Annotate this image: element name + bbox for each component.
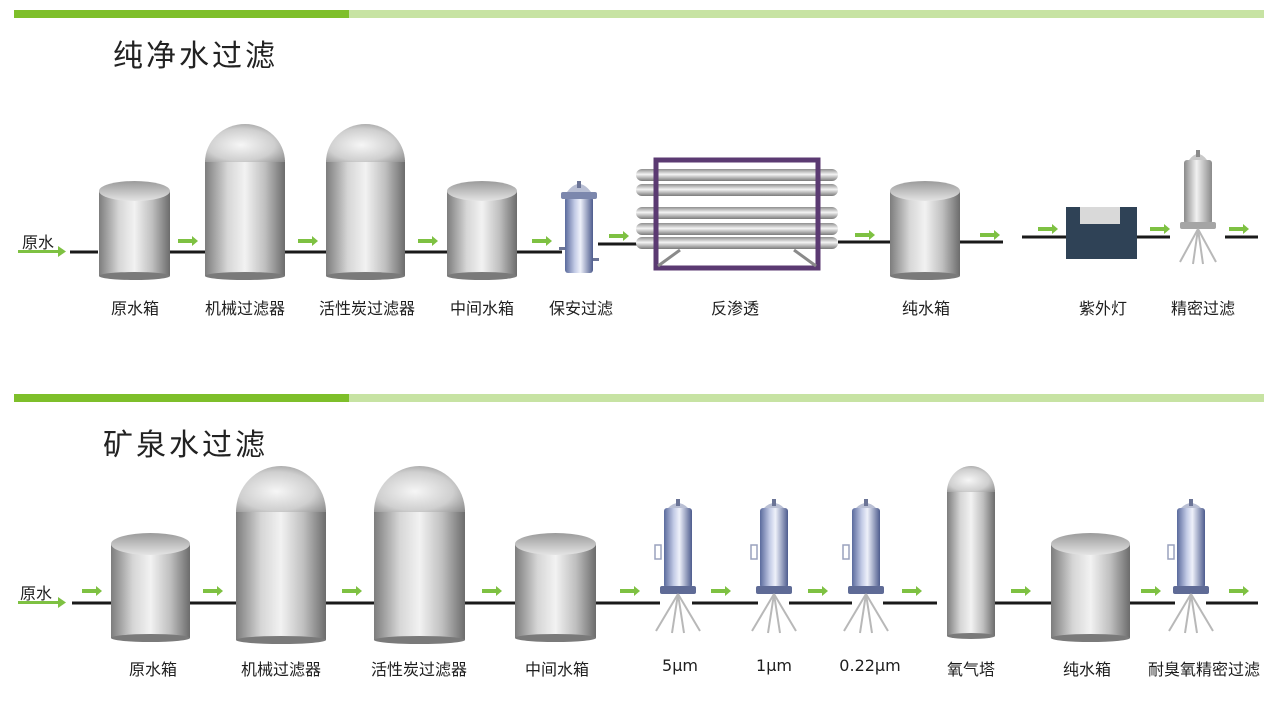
green-arrow-icon xyxy=(1229,224,1249,234)
s2-label: 1μm xyxy=(756,656,792,675)
s2-label: 机械过滤器 xyxy=(240,660,322,679)
s1-carbon-filter xyxy=(326,124,405,280)
green-arrow-icon xyxy=(482,586,502,596)
green-arrow-icon xyxy=(1141,586,1161,596)
green-arrow-icon xyxy=(298,236,318,246)
s2-label: 耐臭氧精密过滤 xyxy=(1147,660,1261,679)
cartridge-filter-icon xyxy=(559,181,599,273)
section1-flow-arrows xyxy=(18,224,1249,257)
s1-label: 精密过滤 xyxy=(1170,299,1236,318)
s1-label: 活性炭过滤器 xyxy=(318,299,416,318)
cartridge-filter-icon xyxy=(750,499,797,634)
s1-mechanical-filter xyxy=(205,124,285,280)
green-arrow-icon xyxy=(418,236,438,246)
cartridge-filter-icon xyxy=(842,499,889,634)
s2-mechanical-filter xyxy=(236,466,326,644)
green-arrow-icon xyxy=(808,586,828,596)
cartridge-filter-icon xyxy=(1179,150,1217,265)
green-arrow-icon xyxy=(18,597,66,608)
green-arrow-icon xyxy=(711,586,731,596)
s1-middle-tank xyxy=(447,181,517,280)
section1-title: 纯净水过滤 xyxy=(113,39,278,74)
s2-carbon-filter xyxy=(374,466,465,644)
s2-label: 氧气塔 xyxy=(946,660,996,679)
s2-raw-tank xyxy=(111,533,190,642)
green-arrow-icon xyxy=(609,231,629,241)
green-arrow-icon xyxy=(980,230,1000,240)
green-arrow-icon xyxy=(203,586,223,596)
s1-label: 原水箱 xyxy=(110,299,160,318)
cartridge-filter-icon xyxy=(654,499,701,634)
s1-label: 纯水箱 xyxy=(901,299,951,318)
green-arrow-icon xyxy=(902,586,922,596)
s2-label: 纯水箱 xyxy=(1062,660,1112,679)
section2-accent-bar xyxy=(14,394,1264,402)
section2-title: 矿泉水过滤 xyxy=(103,428,268,463)
s1-label: 反渗透 xyxy=(710,299,760,318)
s2-middle-tank xyxy=(515,533,596,642)
s1-label: 保安过滤 xyxy=(548,299,614,318)
green-arrow-icon xyxy=(1011,586,1031,596)
s2-pure-water-tank xyxy=(1051,533,1130,642)
membrane-rack-icon xyxy=(636,157,838,271)
s1-raw-water-label: 原水 xyxy=(22,233,55,252)
s1-label: 紫外灯 xyxy=(1078,299,1128,318)
green-arrow-icon xyxy=(620,586,640,596)
section1-pipes xyxy=(70,235,1258,254)
uv-box-icon xyxy=(1066,207,1137,259)
green-arrow-icon xyxy=(18,246,66,257)
s2-label: 原水箱 xyxy=(128,660,178,679)
s1-label: 中间水箱 xyxy=(449,299,515,318)
cartridge-filter-icon xyxy=(1167,499,1214,634)
green-arrow-icon xyxy=(532,236,552,246)
section2-flow-arrows xyxy=(18,586,1249,608)
s2-raw-water-label: 原水 xyxy=(20,584,53,603)
s2-label: 5μm xyxy=(662,656,698,675)
s1-label: 机械过滤器 xyxy=(204,299,286,318)
s2-oxygen-tower xyxy=(947,466,995,639)
s1-pure-water-tank xyxy=(890,181,960,280)
section1-accent-bar xyxy=(14,10,1264,18)
s2-label: 活性炭过滤器 xyxy=(370,660,468,679)
s1-raw-tank xyxy=(99,181,170,280)
green-arrow-icon xyxy=(1229,586,1249,596)
ro-tubes xyxy=(636,169,838,249)
s2-label: 0.22μm xyxy=(839,656,901,675)
green-arrow-icon xyxy=(82,586,102,596)
green-arrow-icon xyxy=(855,230,875,240)
green-arrow-icon xyxy=(1038,224,1058,234)
green-arrow-icon xyxy=(178,236,198,246)
green-arrow-icon xyxy=(1150,224,1170,234)
s2-label: 中间水箱 xyxy=(524,660,590,679)
green-arrow-icon xyxy=(342,586,362,596)
